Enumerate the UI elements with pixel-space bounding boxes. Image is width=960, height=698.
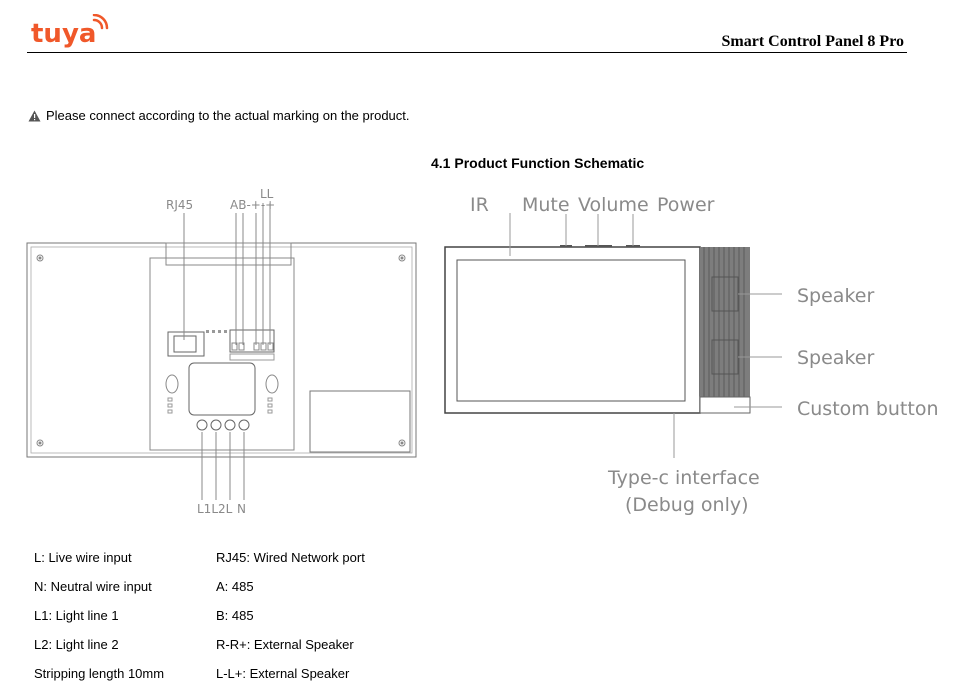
label-n: N [237,502,246,516]
legend-item: L-L+: External Speaker [216,666,350,681]
legend-item: A: 485 [216,579,254,594]
label-volume: Volume [578,194,649,216]
label-ab-terminals: AB-+-+ [230,198,275,212]
label-speaker-top: Speaker [797,285,874,307]
legend-item: N: Neutral wire input [34,579,152,594]
legend-item: R-R+: External Speaker [216,637,354,652]
legend-item: L2: Light line 2 [34,637,119,652]
legend-item: L: Live wire input [34,550,132,565]
legend-item: B: 485 [216,608,254,623]
warning-triangle-icon [28,110,41,121]
label-type-c: Type-c interface [607,467,760,489]
label-debug-only: (Debug only) [625,494,749,516]
warning-text: Please connect according to the actual m… [46,108,410,123]
label-ll-terminals: LL [260,187,274,201]
legend-item: RJ45: Wired Network port [216,550,365,565]
legend-item: Stripping length 10mm [34,666,165,681]
label-rj45: RJ45 [166,198,193,212]
legend-item: L1: Light line 1 [34,608,119,623]
label-power: Power [657,194,715,216]
warning-note: Please connect according to the actual m… [28,108,410,123]
label-custom-button: Custom button [797,398,939,420]
label-speaker-bottom: Speaker [797,347,874,369]
section-title: 4.1 Product Function Schematic [431,155,645,171]
tuya-logo-wordmark: tuya [31,19,96,49]
label-l1l2l: L1L2L [197,502,233,516]
label-ir: IR [470,194,489,216]
header-rule [27,52,907,53]
tuya-logo: tuya [31,14,109,49]
back-panel-diagram: RJ45 AB-+-+ LL L1L2L N [26,187,417,516]
label-mute: Mute [522,194,570,216]
document-title: Smart Control Panel 8 Pro [721,33,905,50]
front-panel-diagram: IR Mute Volume Power Speaker Speaker Cus… [444,194,939,516]
